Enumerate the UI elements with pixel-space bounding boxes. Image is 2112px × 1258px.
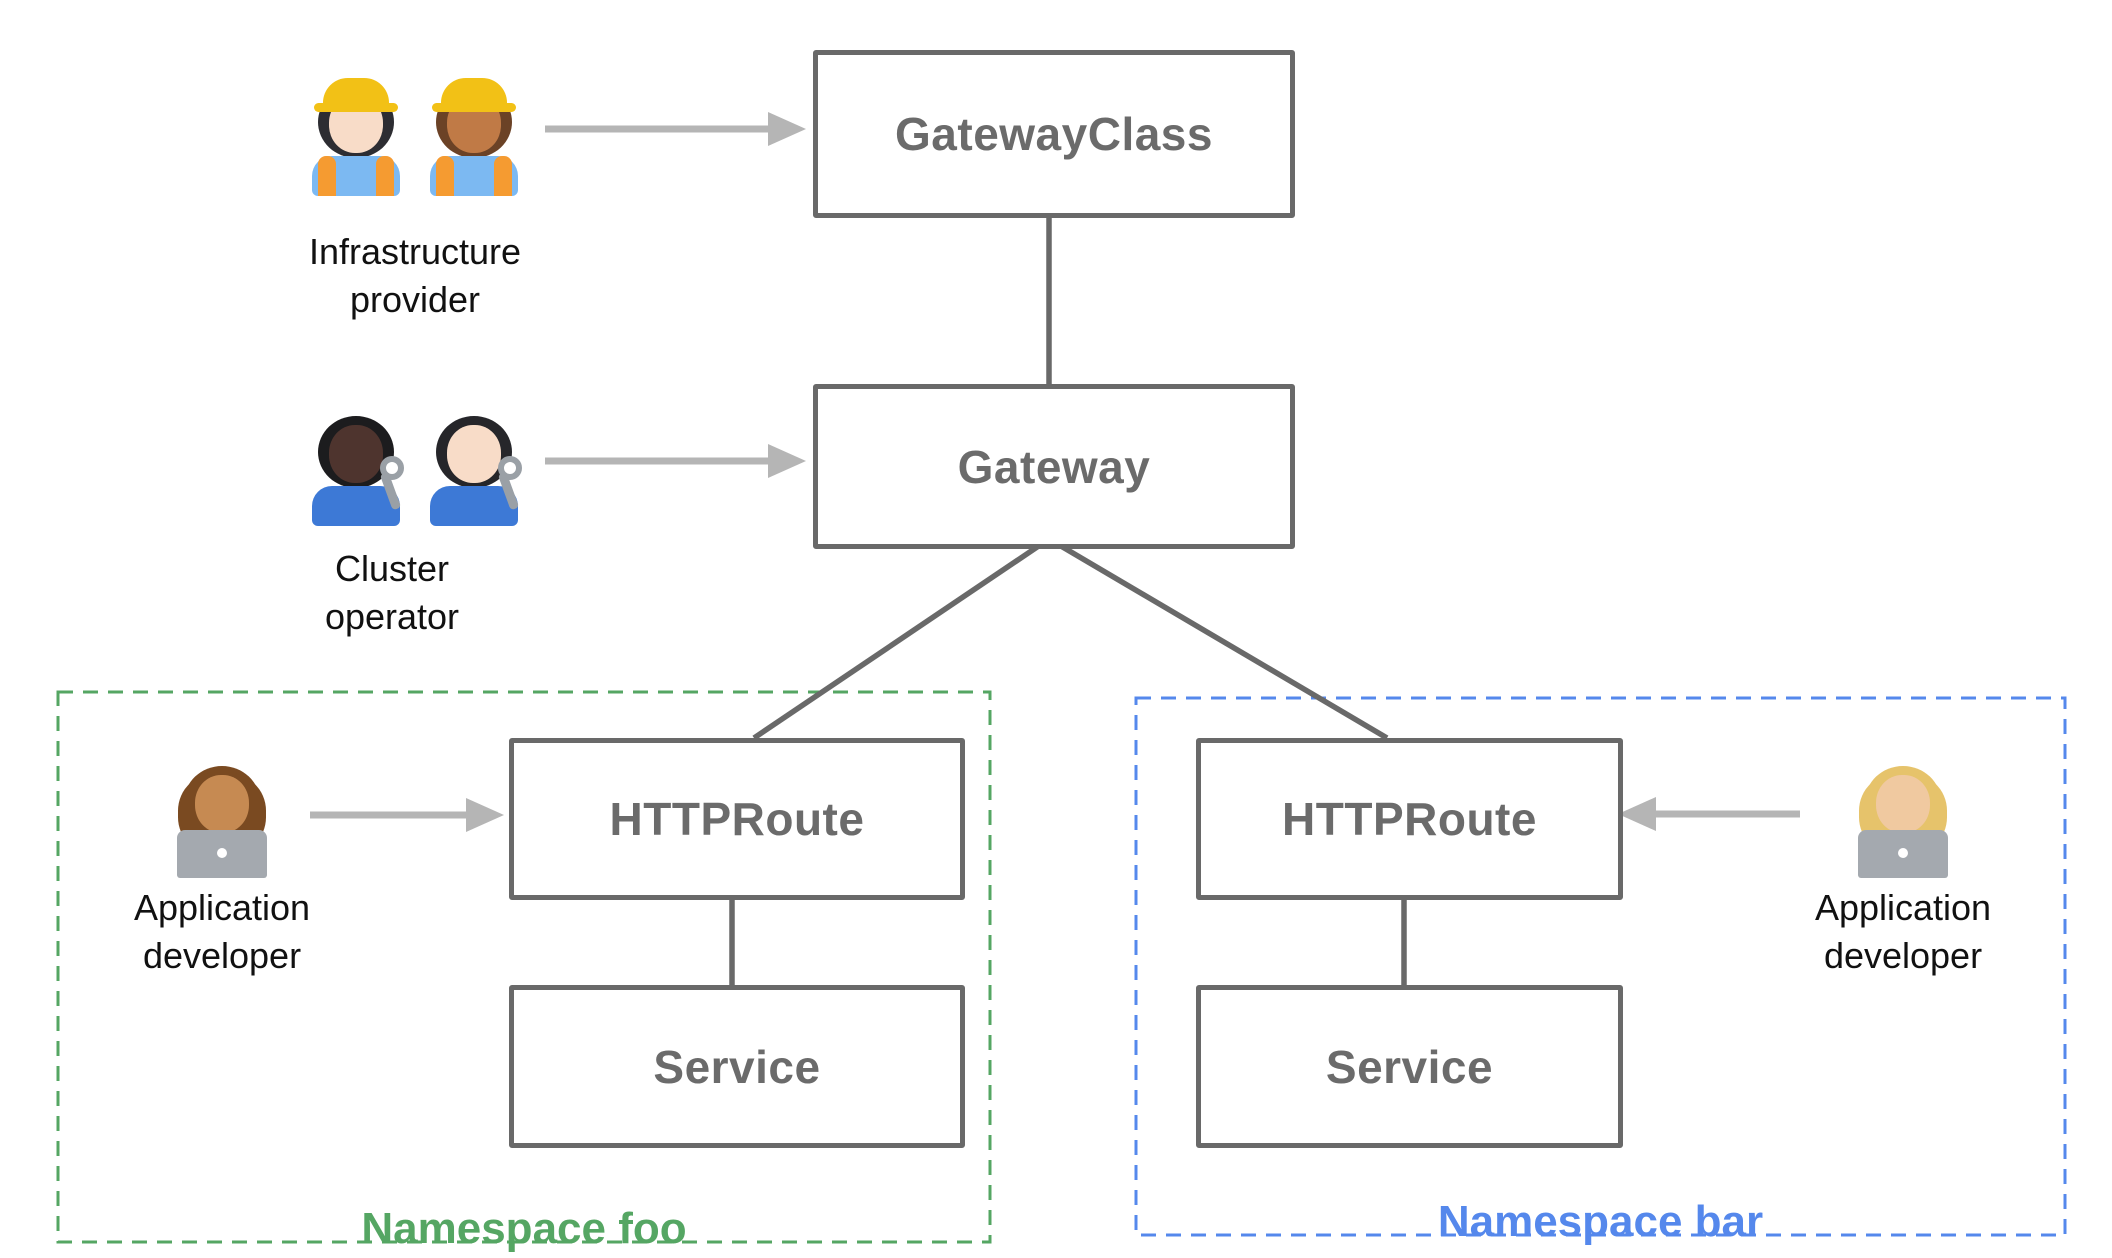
application-developer-bar-label-line1: Application (1814, 887, 1992, 928)
node-gateway-label: Gateway (957, 440, 1151, 493)
man-technologist-medium-skin-emoji (164, 762, 280, 878)
namespace-bar-label: Namespace bar (1437, 1197, 1764, 1246)
node-httproute-foo: HTTPRoute (509, 738, 965, 900)
node-service-bar-label: Service (1325, 1040, 1494, 1093)
application-developer-bar-label-line2: developer (1823, 935, 1983, 976)
node-service-foo: Service (509, 985, 965, 1148)
node-httproute-bar: HTTPRoute (1196, 738, 1623, 900)
namespace-foo-border (56, 690, 992, 1244)
application-developer-bar-label: Application developer (1653, 884, 2112, 980)
node-service-bar: Service (1196, 985, 1623, 1148)
infrastructure-provider-label: Infrastructure provider (165, 228, 665, 324)
node-httproute-foo-label: HTTPRoute (609, 793, 865, 845)
woman-construction-worker-light-skin-emoji (298, 78, 414, 198)
namespace-foo-label: Namespace foo (361, 1204, 687, 1253)
node-gateway: Gateway (813, 384, 1295, 549)
man-mechanic-light-skin-emoji (416, 412, 532, 528)
application-developer-foo-label-line2: developer (142, 935, 302, 976)
cluster-operator-label-line1: Cluster (334, 548, 450, 589)
woman-technologist-medium-light-skin-emoji (1845, 762, 1961, 878)
cluster-operator-label: Cluster operator (142, 545, 642, 641)
arrow-head-3 (1618, 797, 1656, 831)
arrow-head-1 (768, 444, 806, 478)
node-gatewayclass-label: GatewayClass (895, 108, 1213, 160)
woman-construction-worker-medium-skin-emoji (416, 78, 532, 198)
edge-line-2 (1047, 536, 1389, 741)
application-developer-foo-label-line1: Application (133, 887, 311, 928)
namespace-bar-border (1134, 696, 2067, 1237)
mechanic-dark-skin-emoji (298, 412, 414, 528)
node-service-foo-label: Service (653, 1040, 821, 1093)
infrastructure-provider-label-line1: Infrastructure (308, 231, 522, 272)
application-developer-foo-label: Application developer (0, 884, 472, 980)
cluster-operator-label-line2: operator (324, 596, 460, 637)
node-gatewayclass: GatewayClass (813, 50, 1295, 218)
edge-line-1 (752, 536, 1051, 741)
namespace-bar-box: Namespace bar (1136, 698, 2065, 1246)
node-httproute-bar-label: HTTPRoute (1282, 793, 1537, 845)
arrow-head-0 (768, 112, 806, 146)
namespace-foo-box: Namespace foo (58, 692, 990, 1253)
arrow-head-2 (466, 798, 504, 832)
infrastructure-provider-label-line2: provider (349, 279, 481, 320)
